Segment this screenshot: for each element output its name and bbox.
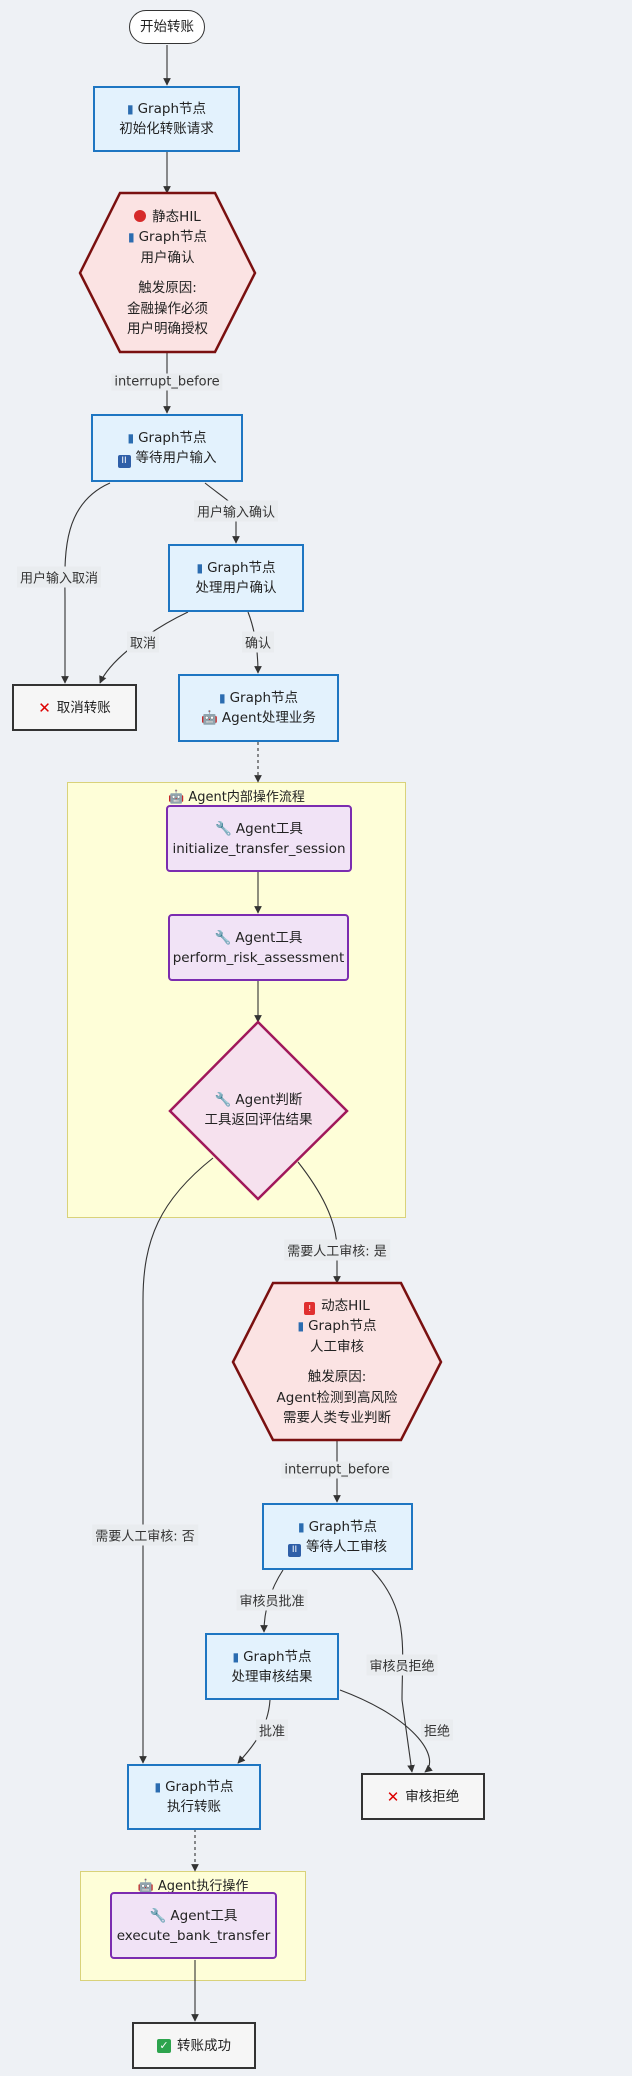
chart-icon: ▮ bbox=[154, 1780, 162, 1794]
hil-human-review-text: !动态HIL ▮Graph节点 人工审核 触发原因: Agent检测到高风险 需… bbox=[276, 1297, 398, 1427]
edge-wait-cancel bbox=[61, 482, 111, 684]
chart-icon: ▮ bbox=[127, 230, 135, 244]
cluster-agent-execute-title: 🤖Agent执行操作 bbox=[137, 1879, 249, 1894]
edge-label-interrupt-before-2: interrupt_before bbox=[281, 1461, 393, 1479]
wrench-icon: 🔧 bbox=[215, 820, 232, 837]
edge-label-reject-by-reviewer: 审核员拒绝 bbox=[366, 1654, 438, 1676]
edge-label-user-cancel: 用户输入取消 bbox=[16, 566, 102, 588]
cancel-transfer-node: ✕取消转账 bbox=[12, 684, 137, 731]
chart-icon: ▮ bbox=[218, 691, 226, 705]
edge-label-need-review-no: 需要人工审核: 否 bbox=[92, 1524, 198, 1546]
pause-icon: II bbox=[288, 1543, 301, 1557]
edge-label-reject: 拒绝 bbox=[420, 1719, 454, 1741]
edge-label-interrupt-before-1: interrupt_before bbox=[111, 373, 223, 391]
cross-icon: ✕ bbox=[38, 698, 51, 717]
graph-node-process-review: ▮Graph节点 处理审核结果 bbox=[205, 1633, 339, 1700]
chart-icon: ▮ bbox=[127, 431, 135, 445]
chart-icon: ▮ bbox=[232, 1649, 240, 1664]
edge-label-user-confirm: 用户输入确认 bbox=[193, 500, 279, 522]
agent-tool-initialize-session: 🔧Agent工具 initialize_transfer_session bbox=[166, 805, 352, 872]
diamond-agent-judge bbox=[168, 1020, 349, 1201]
red-circle-icon bbox=[134, 209, 147, 222]
transfer-success-node: ✓转账成功 bbox=[132, 2022, 256, 2069]
robot-icon: 🤖 bbox=[168, 790, 185, 805]
chart-icon: ▮ bbox=[126, 102, 134, 116]
robot-icon: 🤖 bbox=[137, 1879, 154, 1894]
graph-node-execute-transfer: ▮Graph节点 执行转账 bbox=[127, 1764, 261, 1830]
hexagon-user-confirm bbox=[78, 191, 257, 354]
edge-judge-execute bbox=[139, 1157, 214, 1764]
edge-label-need-review-yes: 需要人工审核: 是 bbox=[284, 1239, 390, 1261]
check-icon: ✓ bbox=[157, 2038, 171, 2053]
graph-node-init: ▮Graph节点 初始化转账请求 bbox=[93, 86, 240, 152]
edge-processreview-reject bbox=[339, 1689, 433, 1773]
pause-icon: II bbox=[117, 455, 131, 468]
graph-node-process-confirm: ▮Graph节点 处理用户确认 bbox=[168, 544, 304, 612]
cross-icon: ✕ bbox=[386, 1787, 400, 1806]
wrench-icon: 🔧 bbox=[214, 1091, 232, 1108]
wrench-icon: 🔧 bbox=[149, 1907, 167, 1924]
chart-icon: ▮ bbox=[196, 561, 204, 575]
graph-node-agent-business: ▮Graph节点 🤖Agent处理业务 bbox=[178, 674, 339, 742]
start-node: 开始转账 bbox=[129, 10, 205, 44]
edge-label-approve: 批准 bbox=[255, 1719, 289, 1741]
robot-icon: 🤖 bbox=[201, 710, 218, 726]
edge-judge-review bbox=[297, 1161, 341, 1284]
edge-wait-reject bbox=[371, 1569, 415, 1773]
agent-tool-risk-assessment: 🔧Agent工具 perform_risk_assessment bbox=[168, 914, 349, 981]
agent-tool-bank-transfer: 🔧Agent工具 execute_bank_transfer bbox=[110, 1892, 277, 1959]
hil-user-confirm-text: 静态HIL ▮Graph节点 用户确认 触发原因: 金融操作必须 用户明确授权 bbox=[127, 208, 208, 338]
agent-judge-text: 🔧Agent判断 工具返回评估结果 bbox=[204, 1091, 313, 1129]
cluster-agent-internal-title: 🤖Agent内部操作流程 bbox=[168, 790, 305, 805]
review-rejected-node: ✕审核拒绝 bbox=[361, 1773, 485, 1820]
edge-label-confirm: 确认 bbox=[241, 631, 275, 653]
edge-label-cancel: 取消 bbox=[126, 631, 160, 653]
chart-icon: ▮ bbox=[297, 1319, 305, 1333]
edge-label-approve-by-reviewer: 审核员批准 bbox=[236, 1589, 308, 1611]
alarm-icon: ! bbox=[304, 1301, 316, 1315]
hexagon-human-review bbox=[231, 1281, 443, 1442]
wrench-icon: 🔧 bbox=[214, 929, 232, 946]
chart-icon: ▮ bbox=[297, 1519, 305, 1534]
